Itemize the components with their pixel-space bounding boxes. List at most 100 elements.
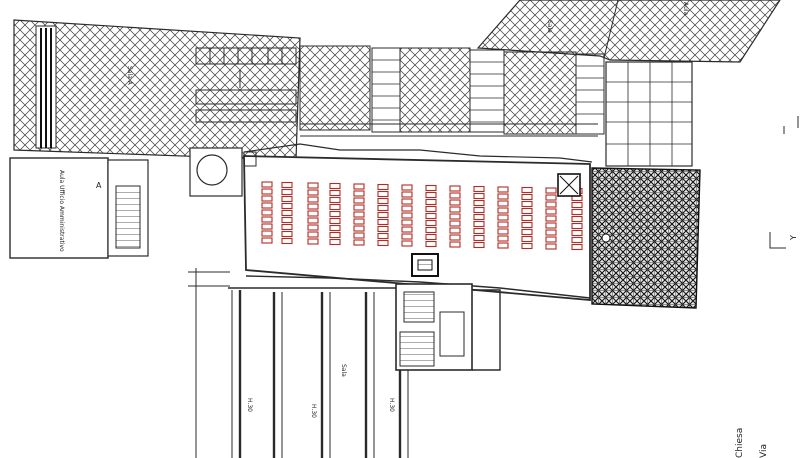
seat [473, 192, 485, 200]
seat [353, 225, 365, 232]
annex-west [9, 157, 149, 259]
left-annex-label: Aula Ufficio Amministrativo [58, 170, 65, 252]
seat [425, 184, 437, 192]
seating-rows [261, 181, 583, 251]
seat [377, 232, 389, 240]
seat [425, 205, 437, 213]
seat [497, 242, 509, 249]
corridor-north [195, 47, 598, 137]
seat [307, 189, 319, 196]
seat [261, 202, 273, 209]
seat [281, 237, 293, 245]
seat [281, 223, 293, 231]
level-label-1: H.30 [246, 398, 253, 412]
seat [401, 205, 413, 212]
seat [473, 199, 485, 207]
stair-core-center [411, 253, 439, 277]
seat [329, 231, 341, 239]
seat [425, 191, 437, 199]
seat [545, 187, 557, 194]
seat [307, 217, 319, 224]
seat [261, 230, 273, 237]
seat [329, 196, 341, 204]
corridor-mark: A [96, 181, 102, 190]
seat [497, 228, 509, 235]
side-mark-label: Y [789, 235, 798, 240]
seat [497, 207, 509, 214]
seat [261, 216, 273, 223]
seat [571, 222, 583, 230]
level-label-2: H.30 [310, 404, 317, 418]
room-a-label: Sala A [126, 66, 133, 85]
seat [449, 199, 461, 206]
seat [449, 213, 461, 220]
seat [329, 189, 341, 197]
seat [545, 243, 557, 250]
seat [473, 234, 485, 242]
seat [401, 184, 413, 191]
lower-naves [188, 268, 400, 458]
seat [571, 215, 583, 223]
seat [425, 226, 437, 234]
seat [473, 227, 485, 235]
seat [307, 238, 319, 245]
seat [353, 232, 365, 239]
seat [353, 190, 365, 197]
seat [497, 193, 509, 200]
seat [521, 193, 533, 201]
seat [425, 212, 437, 220]
seat [401, 219, 413, 226]
seat [261, 209, 273, 216]
seat [353, 239, 365, 246]
seat [449, 241, 461, 248]
seat [473, 185, 485, 193]
seat [521, 200, 533, 208]
seat [449, 234, 461, 241]
seat [281, 195, 293, 203]
seat [281, 216, 293, 224]
seat [449, 206, 461, 213]
seat [425, 198, 437, 206]
seat [571, 201, 583, 209]
dimension-marks-east [769, 116, 799, 249]
seat [497, 235, 509, 242]
seat [521, 207, 533, 215]
seat [545, 236, 557, 243]
tiled-area-east [605, 61, 693, 167]
seat [281, 230, 293, 238]
seat [307, 231, 319, 238]
seat [473, 213, 485, 221]
seat [473, 220, 485, 228]
seat [261, 181, 273, 188]
seat [449, 192, 461, 199]
seat [473, 241, 485, 249]
seat [425, 219, 437, 227]
seat [497, 200, 509, 207]
seat [377, 183, 389, 191]
seat [571, 243, 583, 251]
seat [521, 235, 533, 243]
seat [329, 203, 341, 211]
seat [261, 195, 273, 202]
seat [473, 206, 485, 214]
seat [571, 236, 583, 244]
seat [307, 224, 319, 231]
seat [353, 197, 365, 204]
seat [377, 204, 389, 212]
seat [497, 214, 509, 221]
seat [545, 222, 557, 229]
bottom-right-label-1: Chiesa [735, 427, 745, 458]
seat [401, 240, 413, 247]
seat [329, 217, 341, 225]
seat [521, 186, 533, 194]
seat [497, 186, 509, 193]
seat [521, 242, 533, 250]
seat [401, 226, 413, 233]
seat [281, 181, 293, 189]
seat [545, 208, 557, 215]
seat [353, 218, 365, 225]
seat [425, 233, 437, 241]
seat [377, 197, 389, 205]
seat [545, 215, 557, 222]
seat [449, 185, 461, 192]
